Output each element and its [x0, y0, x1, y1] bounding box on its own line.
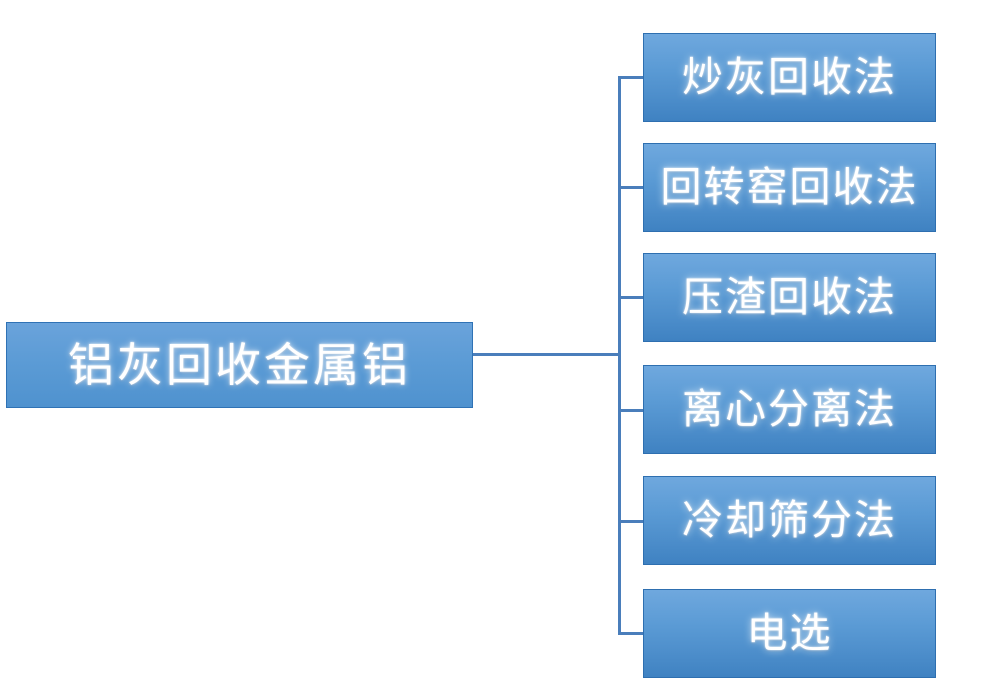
connector-stub-5	[618, 520, 645, 523]
node-child-2[interactable]: 回转窑回收法	[643, 143, 936, 232]
node-child-4-label: 离心分离法	[682, 385, 897, 433]
node-child-5[interactable]: 冷却筛分法	[643, 476, 936, 565]
node-child-3-label: 压渣回收法	[682, 273, 897, 321]
connector-stub-4	[618, 409, 645, 412]
connector-trunk	[618, 76, 621, 635]
node-child-3[interactable]: 压渣回收法	[643, 253, 936, 342]
connector-stub-6	[618, 632, 645, 635]
node-child-1[interactable]: 炒灰回收法	[643, 33, 936, 122]
node-child-1-label: 炒灰回收法	[682, 53, 897, 101]
node-child-2-label: 回转窑回收法	[660, 163, 919, 211]
node-child-6-label: 电选	[746, 609, 833, 657]
node-child-6[interactable]: 电选	[643, 589, 936, 678]
node-child-5-label: 冷却筛分法	[682, 496, 897, 544]
connector-stub-2	[618, 186, 645, 189]
connector-stub-3	[618, 296, 645, 299]
node-child-4[interactable]: 离心分离法	[643, 365, 936, 454]
node-root-label: 铝灰回收金属铝	[68, 338, 411, 392]
connector-root-to-trunk	[473, 353, 621, 356]
connector-stub-1	[618, 76, 645, 79]
node-root[interactable]: 铝灰回收金属铝	[6, 322, 473, 408]
